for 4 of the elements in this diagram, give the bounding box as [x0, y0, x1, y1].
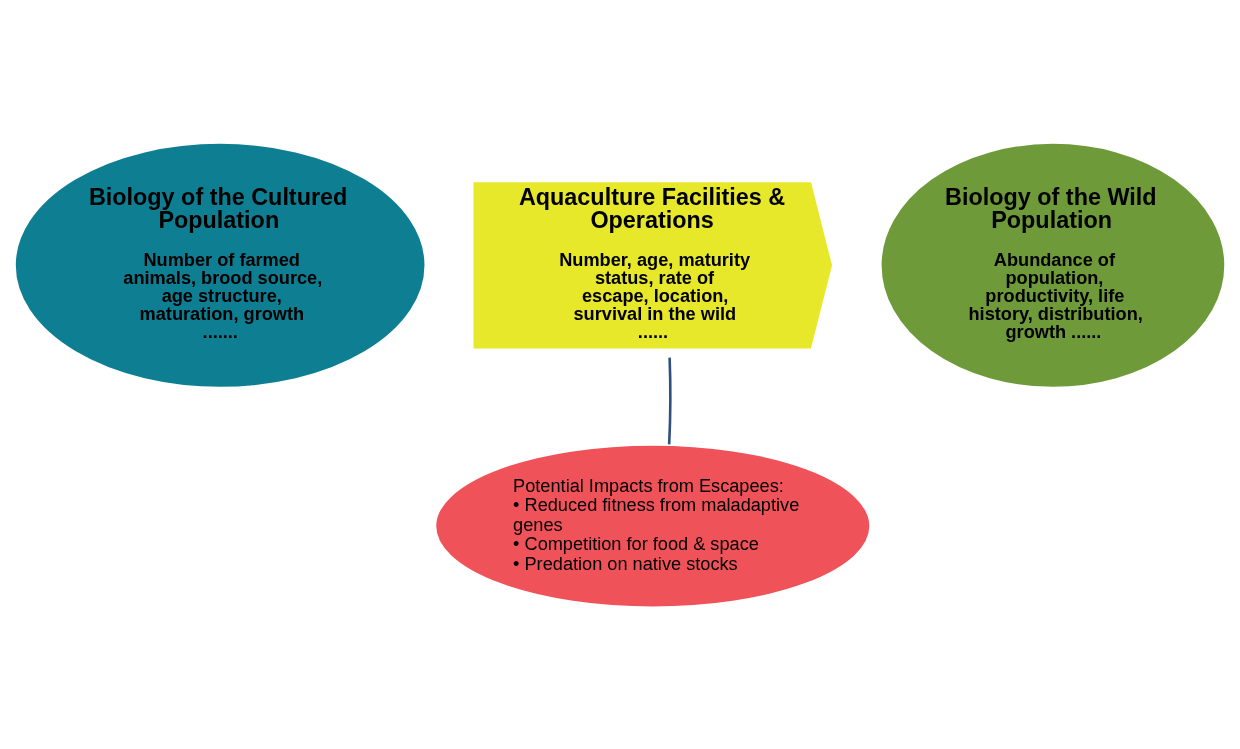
node-ellipse: Biology of the Wild Population Abundance of population, productivity, life history, distribution, growth ...... — [879, 140, 1227, 389]
connector — [667, 357, 672, 444]
node-ellipse: Biology of the Cultured Population Number of farmed animals, brood source, age structure, maturation, growth ....... — [13, 140, 428, 389]
node-ellipse: Potential Impacts from Escapees: • Reduced fitness from maladaptive genes • Competition for food & space • Predation on native stocks — [433, 442, 872, 609]
